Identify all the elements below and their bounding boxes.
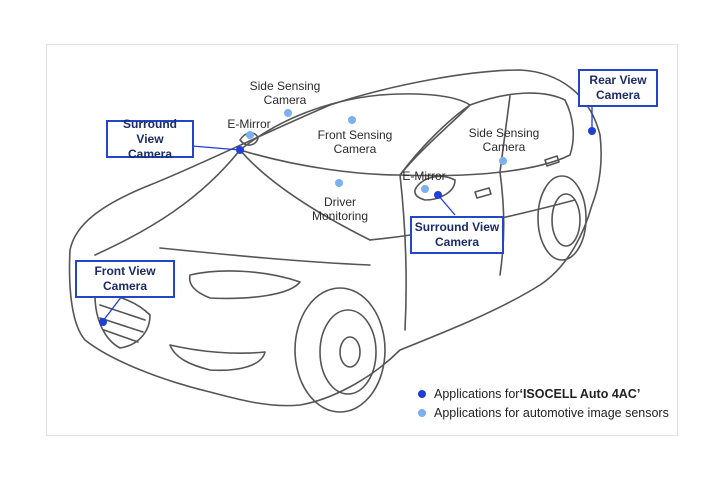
legend-item-secondary: Applications for automotive image sensor…	[418, 403, 669, 422]
dot-side-sensing-right	[499, 157, 507, 165]
leader-front-view	[102, 295, 123, 322]
legend-primary-product: ‘ISOCELL Auto 4AC’	[519, 386, 641, 401]
box-surround-view-right: Surround View Camera	[410, 216, 504, 254]
label-line: Camera	[333, 142, 377, 156]
dot-front-view	[99, 318, 107, 326]
mirror-left-outline	[239, 132, 259, 146]
legend: Applications for ‘ISOCELL Auto 4AC’ Appl…	[418, 384, 669, 422]
legend-primary-text: Applications for	[434, 386, 520, 401]
box-line: Camera	[434, 235, 480, 249]
diagram-frame	[46, 44, 678, 436]
label-side-sensing-right: Side Sensing Camera	[464, 126, 544, 154]
dot-side-sensing-left	[284, 109, 292, 117]
label-line: Monitoring	[311, 209, 369, 223]
box-line: Camera	[102, 279, 148, 293]
label-line: Front Sensing	[317, 128, 393, 142]
dot-driver-monitoring	[335, 179, 343, 187]
box-line: Front View	[94, 264, 156, 278]
dot-surround-right	[434, 191, 442, 199]
side-window-outline	[399, 92, 575, 177]
label-line: Driver	[324, 195, 356, 209]
box-line: Surround View	[123, 116, 177, 146]
box-rear-view: Rear View Camera	[578, 69, 658, 107]
label-driver-monitoring: Driver Monitoring	[306, 195, 374, 223]
dot-emirror-left	[246, 131, 254, 139]
headlight-outline	[188, 270, 301, 300]
hood-outline	[94, 149, 371, 256]
legend-item-primary: Applications for ‘ISOCELL Auto 4AC’	[418, 384, 669, 403]
box-line: Camera	[127, 146, 173, 161]
box-line: Surround View	[414, 220, 500, 234]
box-front-view: Front View Camera	[75, 260, 175, 298]
legend-dot-primary-icon	[418, 389, 426, 398]
label-front-sensing: Front Sensing Camera	[314, 128, 396, 156]
grille-outline	[94, 293, 151, 349]
label-line: Camera	[482, 140, 526, 154]
leader-surround-left	[191, 145, 241, 151]
legend-dot-secondary-icon	[418, 408, 426, 417]
label-side-sensing-left: Side Sensing Camera	[246, 79, 324, 107]
label-emirror-left: E-Mirror	[227, 117, 271, 131]
mirror-right-outline	[414, 175, 456, 201]
label-emirror-right: E-Mirror	[402, 169, 446, 183]
dot-rear-view	[588, 127, 596, 135]
box-line: Rear View	[589, 73, 647, 87]
legend-secondary-text: Applications for automotive image sensor…	[434, 405, 669, 420]
dot-emirror-right	[421, 185, 429, 193]
front-wheel	[294, 287, 386, 413]
box-line: Camera	[595, 88, 641, 102]
leader-surround-right	[437, 194, 456, 216]
box-surround-view-left: Surround View Camera	[106, 116, 194, 161]
car-body-outline	[68, 69, 602, 407]
label-line: Side Sensing	[249, 79, 321, 93]
dot-front-sensing	[348, 116, 356, 124]
label-line: Camera	[263, 93, 307, 107]
rear-wheel	[537, 175, 587, 261]
dot-surround-left	[236, 146, 244, 154]
label-line: Side Sensing	[468, 126, 540, 140]
